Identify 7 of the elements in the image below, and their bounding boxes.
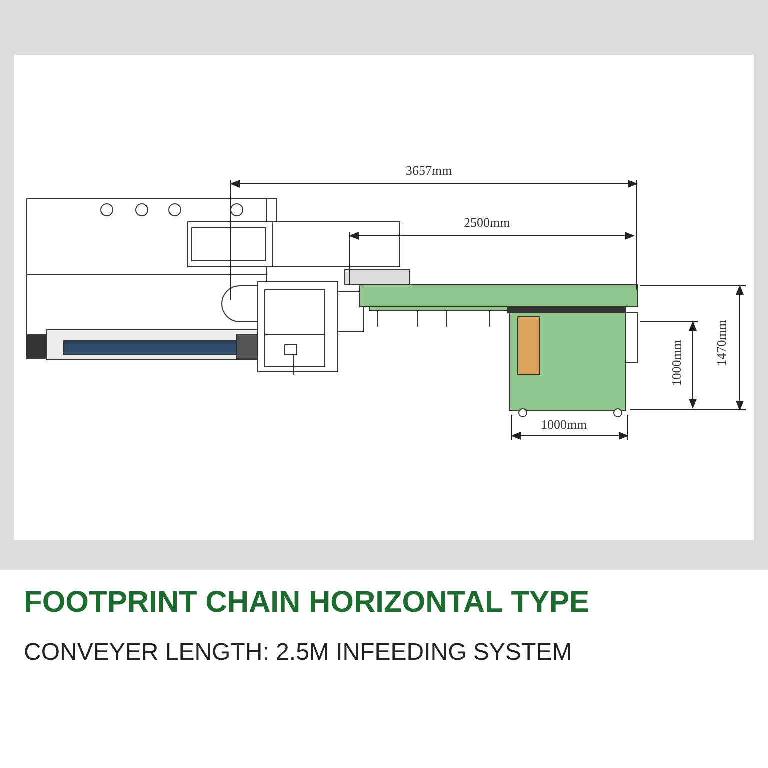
dimension-label: 2500mm	[464, 216, 510, 229]
dimension-label: 1470mm	[715, 320, 728, 366]
dimension-label: 3657mm	[406, 164, 452, 177]
title: FOOTPRINT CHAIN HORIZONTAL TYPE	[24, 586, 590, 619]
dimension-label: 1000mm	[670, 340, 683, 386]
caption: CONVEYER LENGTH: 2.5M INFEEDING SYSTEM	[24, 640, 572, 666]
dimension-label: 1000mm	[541, 418, 588, 431]
